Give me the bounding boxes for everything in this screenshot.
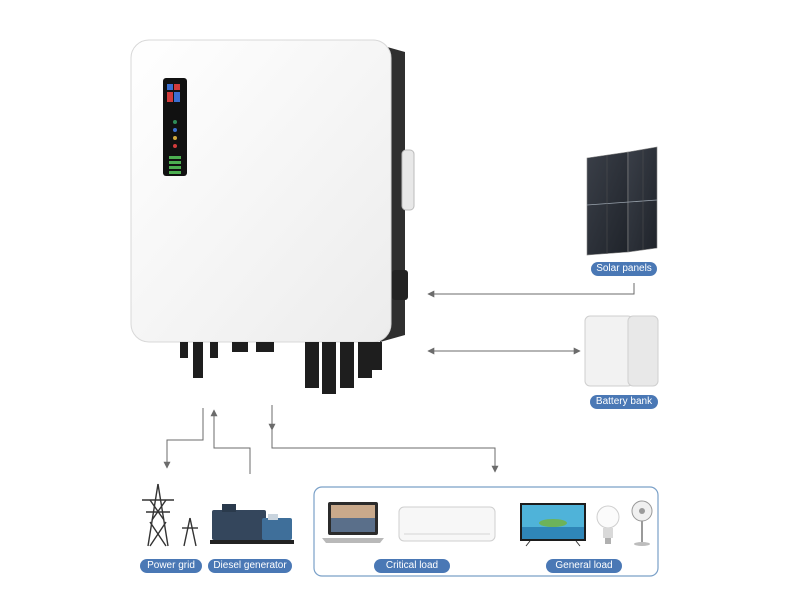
solar-panel-icon — [586, 146, 658, 256]
inverter-icon — [130, 39, 415, 394]
light-bulb-icon — [596, 505, 620, 544]
battery-bank-icon — [584, 315, 659, 387]
power-tower-icon — [142, 483, 198, 547]
air-conditioner-icon — [398, 506, 496, 542]
load-box — [313, 486, 659, 577]
label-solar-panels: Solar panels — [591, 262, 657, 276]
fan-icon — [631, 500, 653, 546]
label-critical-load: Critical load — [374, 559, 450, 573]
tv-icon — [520, 503, 586, 547]
label-general-load: General load — [546, 559, 622, 573]
flow-arrows — [163, 283, 635, 474]
label-power-grid: Power grid — [140, 559, 202, 573]
laptop-icon — [322, 502, 384, 543]
label-diesel-generator: Diesel generator — [208, 559, 292, 573]
label-battery-bank: Battery bank — [590, 395, 658, 409]
diesel-generator-icon — [210, 504, 294, 544]
